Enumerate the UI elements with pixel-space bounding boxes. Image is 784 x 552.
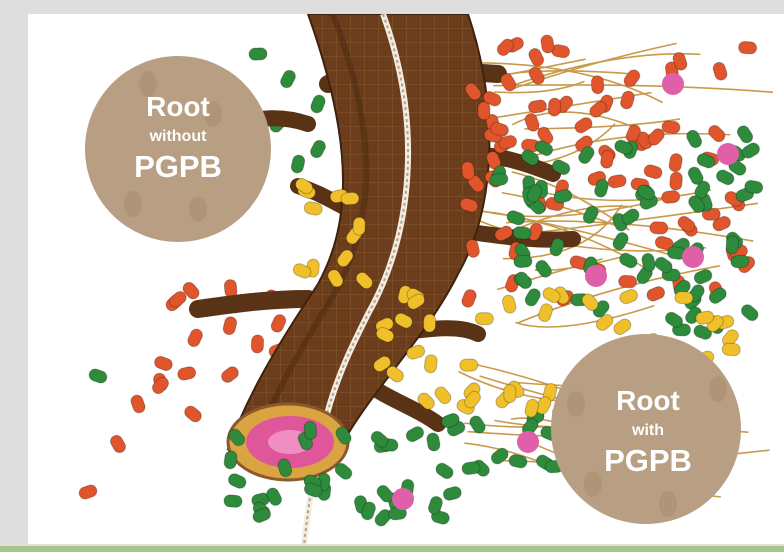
bacterium-red xyxy=(645,285,666,303)
bottom-border xyxy=(0,546,784,552)
bacterium-red xyxy=(706,123,727,144)
bacterium-yellow xyxy=(722,343,741,356)
bacterium-red xyxy=(548,98,561,117)
right-badge-line3: PGPB xyxy=(604,443,692,478)
bacterium-yellow xyxy=(537,302,554,323)
bacterium-green xyxy=(308,138,327,160)
bacterium-yellow xyxy=(674,291,693,305)
bacterium-red xyxy=(669,172,682,191)
bacterium-green xyxy=(505,209,526,227)
bacterium-red xyxy=(269,313,287,334)
left-badge-line3: PGPB xyxy=(134,149,222,184)
bacterium-green xyxy=(611,230,631,252)
bacterium-red xyxy=(607,174,627,189)
hypha-filament xyxy=(524,119,680,129)
bacterium-yellow xyxy=(475,312,493,324)
bacterium-green xyxy=(513,226,532,240)
bacterium-green xyxy=(279,68,298,89)
right-badge-line1: Root xyxy=(616,385,680,416)
bacterium-green xyxy=(489,446,511,467)
bacterium-green xyxy=(739,302,760,323)
bacterium-red xyxy=(712,61,729,82)
bacterium-red xyxy=(182,404,204,425)
bacterium-green xyxy=(290,154,306,174)
bacterium-green xyxy=(434,461,456,481)
bacterium-yellow xyxy=(341,192,360,205)
bacterium-yellow xyxy=(612,317,634,337)
bacterium-green xyxy=(224,494,243,507)
pink-cell xyxy=(392,488,414,510)
bacterium-red xyxy=(108,433,127,455)
pink-cell xyxy=(717,143,739,165)
bacterium-red xyxy=(661,120,680,134)
bacterium-yellow xyxy=(501,294,517,314)
root-without-pgpb-badge: Root without PGPB xyxy=(85,56,271,242)
bacterium-red xyxy=(619,90,635,111)
bacterium-green xyxy=(523,287,542,309)
bacterium-green xyxy=(730,255,749,269)
bacterium-yellow xyxy=(353,217,366,235)
bacterium-green xyxy=(249,48,268,61)
pink-cell xyxy=(662,73,684,95)
bacterium-yellow xyxy=(433,385,454,407)
bacterium-red xyxy=(219,364,241,384)
bacterium-green xyxy=(685,128,704,150)
bacterium-red xyxy=(591,75,604,94)
left-badge-line2: without xyxy=(149,128,208,145)
bacterium-green xyxy=(533,258,553,280)
bacterium-red xyxy=(618,275,637,288)
bacterium-red xyxy=(186,327,205,348)
pink-cell xyxy=(585,265,607,287)
bacterium-green xyxy=(304,421,317,440)
illustration-canvas: Root without PGPB Root with PGPB xyxy=(28,14,784,544)
bacterium-green xyxy=(735,124,755,146)
bacterium-red xyxy=(129,393,146,414)
bacterium-yellow xyxy=(460,359,478,371)
bacterium-red xyxy=(528,99,548,114)
bacterium-green xyxy=(442,485,463,501)
bacterium-red xyxy=(540,34,555,54)
bacterium-red xyxy=(738,41,757,54)
bacterium-green xyxy=(426,432,441,452)
bacterium-yellow xyxy=(618,288,639,306)
bacterium-green xyxy=(87,367,108,384)
bacterium-red xyxy=(661,190,680,204)
pink-cell xyxy=(682,246,704,268)
bacterium-green xyxy=(404,425,426,444)
bacterium-red xyxy=(478,102,490,120)
bacterium-green xyxy=(223,450,237,469)
bacterium-red xyxy=(650,222,668,235)
bacterium-red xyxy=(177,366,197,382)
bacterium-yellow xyxy=(424,354,438,373)
bacterium-red xyxy=(668,153,683,173)
right-badge-line2: with xyxy=(631,422,664,439)
bacterium-red xyxy=(153,355,174,373)
bacterium-green xyxy=(726,236,739,255)
bacterium-red xyxy=(222,316,238,336)
bacterium-yellow xyxy=(423,314,436,332)
bacterium-red xyxy=(77,483,98,500)
bacterium-yellow xyxy=(504,385,516,403)
bacterium-green xyxy=(227,472,248,490)
bacterium-red xyxy=(643,163,664,180)
bacterium-red xyxy=(573,115,595,135)
left-badge-line1: Root xyxy=(146,91,210,122)
pink-cell xyxy=(517,431,539,453)
root-illustration: Root without PGPB Root with PGPB xyxy=(28,14,784,544)
bacterium-green xyxy=(309,93,327,114)
root-with-pgpb-badge: Root with PGPB xyxy=(551,334,741,524)
bacterium-green xyxy=(514,255,533,268)
bacterium-red xyxy=(150,375,171,396)
bacterium-red xyxy=(251,335,264,354)
bacterium-red xyxy=(460,288,478,309)
